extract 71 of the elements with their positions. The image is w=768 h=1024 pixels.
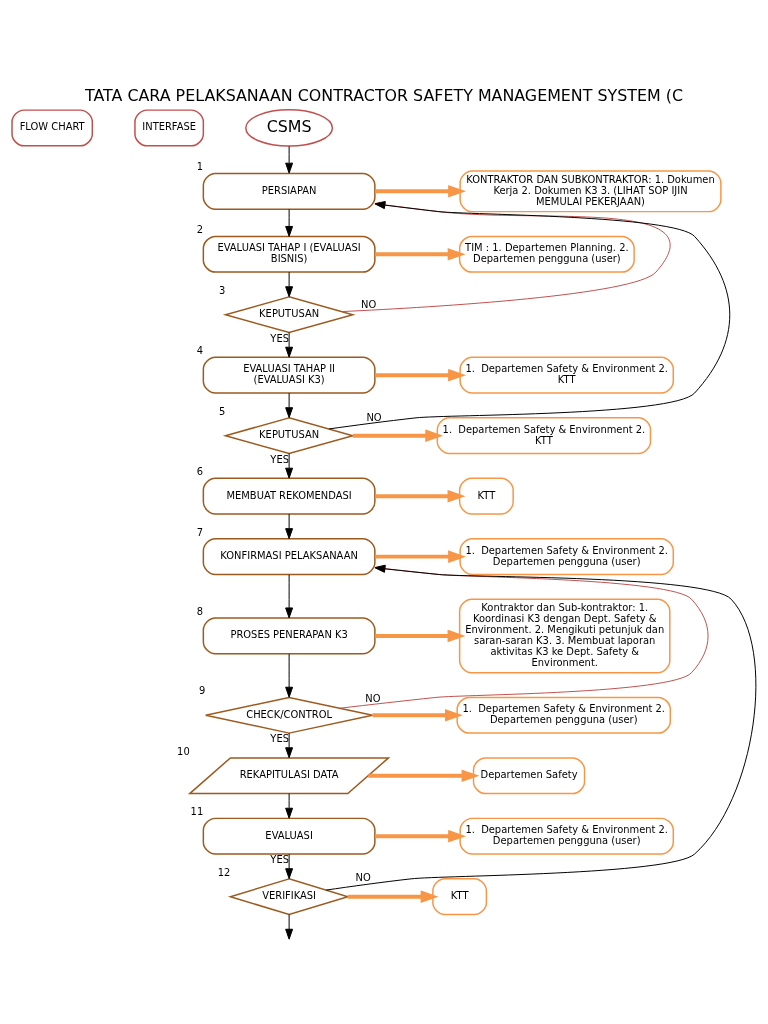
edge-label: NO <box>366 411 382 423</box>
node-label: 5 <box>218 405 226 417</box>
node-label: 7 <box>196 526 204 538</box>
node-box: KTT <box>458 477 514 515</box>
node-box: FLOW CHART <box>11 109 94 147</box>
node-label: 12 <box>217 866 231 878</box>
edge-label: NO <box>355 871 371 883</box>
arrow <box>285 793 294 819</box>
arrow <box>285 653 294 698</box>
arrow <box>339 564 709 709</box>
node-box: EVALUASI TAHAP I (EVALUASI BISNIS) <box>202 235 376 273</box>
arrow <box>285 574 294 619</box>
arrow <box>285 208 294 237</box>
node-box: 1. Departemen Safety & Environment 2. Departemen pengguna (user) <box>459 538 675 576</box>
arrow <box>372 709 463 722</box>
node-box: PERSIAPAN <box>202 172 376 210</box>
node-label: 11 <box>190 806 204 818</box>
arrow <box>375 368 467 382</box>
arrow <box>285 392 294 419</box>
node-box: Kontraktor dan Sub-kontraktor: 1. Koordinasi K3 dengan Dept. Safety & Environment. 2. Mengikuti petunjuk dan saran-saran K3. 3. Membuat laporan aktivitas K3 ke Dept. Safety & Environment. <box>458 598 671 674</box>
node-box: TIM : 1. Departemen Planning. 2. Departemen pengguna (user) <box>458 235 635 273</box>
arrow <box>368 769 480 782</box>
node-box: INTERFASE <box>134 109 205 147</box>
node-box: Departemen Safety <box>472 757 586 795</box>
arrow <box>285 332 294 358</box>
node-box: MEMBUAT REKOMENDASI <box>202 477 376 515</box>
node-ellipse: CSMS <box>245 109 334 147</box>
arrow <box>352 429 444 442</box>
arrow <box>285 853 294 880</box>
node-box: EVALUASI TAHAP II (EVALUASI K3) <box>202 356 376 394</box>
arrow <box>347 890 439 903</box>
arrow <box>325 564 757 891</box>
edge-label: YES <box>270 733 289 745</box>
edge-label: YES <box>270 854 289 866</box>
node-label: 8 <box>196 606 204 618</box>
node-box: KONTRAKTOR DAN SUBKONTRAKTOR: 1. Dokumen Kerja 2. Dokumen K3 3. (LIHAT SOP IJIN MEMULAI PEKERJAAN) <box>459 170 722 213</box>
node-label: 3 <box>218 284 226 296</box>
arrow <box>285 914 294 940</box>
node-label: 10 <box>177 745 190 757</box>
node-box: 1. Departemen Safety & Environment 2. KTT <box>459 356 675 394</box>
node-box: 1. Departemen Safety & Environment 2. KTT <box>436 417 652 455</box>
node-label: 2 <box>196 224 204 236</box>
node-box: 1. Departemen Safety & Environment 2. Departemen pengguna (user) <box>459 817 675 855</box>
arrow <box>374 248 466 261</box>
arrow <box>375 185 467 198</box>
arrow <box>375 489 466 503</box>
edge-label: NO <box>365 693 381 705</box>
node-box: KTT <box>432 878 488 916</box>
edge-label: NO <box>361 298 377 310</box>
arrow <box>375 550 467 563</box>
node-label: 4 <box>196 345 204 357</box>
arrow <box>285 453 294 479</box>
arrow <box>375 829 467 843</box>
node-label: 6 <box>196 466 204 478</box>
arrow <box>285 145 294 174</box>
arrow <box>374 629 466 643</box>
arrow <box>285 732 294 759</box>
node-box: KONFIRMASI PELAKSANAAN <box>202 538 376 576</box>
node-box: 1. Departemen Safety & Environment 2. Departemen pengguna (user) <box>456 696 672 734</box>
node-box: PROSES PENERAPAN K3 <box>202 617 376 655</box>
arrow <box>285 271 294 298</box>
node-label: 9 <box>199 685 206 697</box>
diagram-title: TATA CARA PELAKSANAAN CONTRACTOR SAFETY MANAGEMENT SYSTEM (C <box>85 85 683 105</box>
arrow <box>285 513 294 540</box>
edge-label: YES <box>270 453 289 465</box>
node-diamond: VERIFIKASI <box>227 878 351 916</box>
node-diamond: KEPUTUSAN <box>222 417 356 455</box>
node-box: EVALUASI <box>202 817 376 855</box>
node-label: 1 <box>196 161 204 173</box>
edge-label: YES <box>270 332 289 344</box>
node-diamond: KEPUTUSAN <box>222 296 356 334</box>
